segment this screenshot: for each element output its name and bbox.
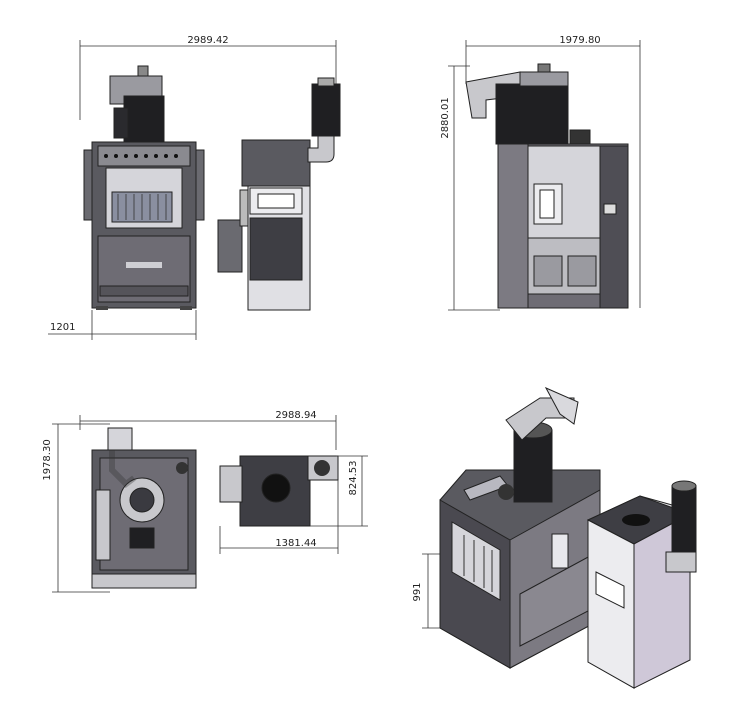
top-sub-width-dim: 1381.44 [275,538,316,549]
top-view: 2988.94 1978.30 824.53 1381.44 [42,410,368,593]
top-width-dim: 2988.94 [275,410,316,421]
front-view: 2989.42 [48,35,341,340]
iso-height-dim: 991 [412,582,423,601]
front-width-dim: 2989.42 [187,35,228,46]
top-depth-dim: 824.53 [348,461,359,496]
top-height-dim: 1978.30 [42,439,53,480]
side-width-dim: 1979.80 [559,35,600,46]
side-view: 1979.80 2880.01 [440,35,641,311]
isometric-view: 991 [412,386,697,689]
front-base-dim: 1201 [50,322,75,333]
side-height-dim: 2880.01 [440,97,451,138]
